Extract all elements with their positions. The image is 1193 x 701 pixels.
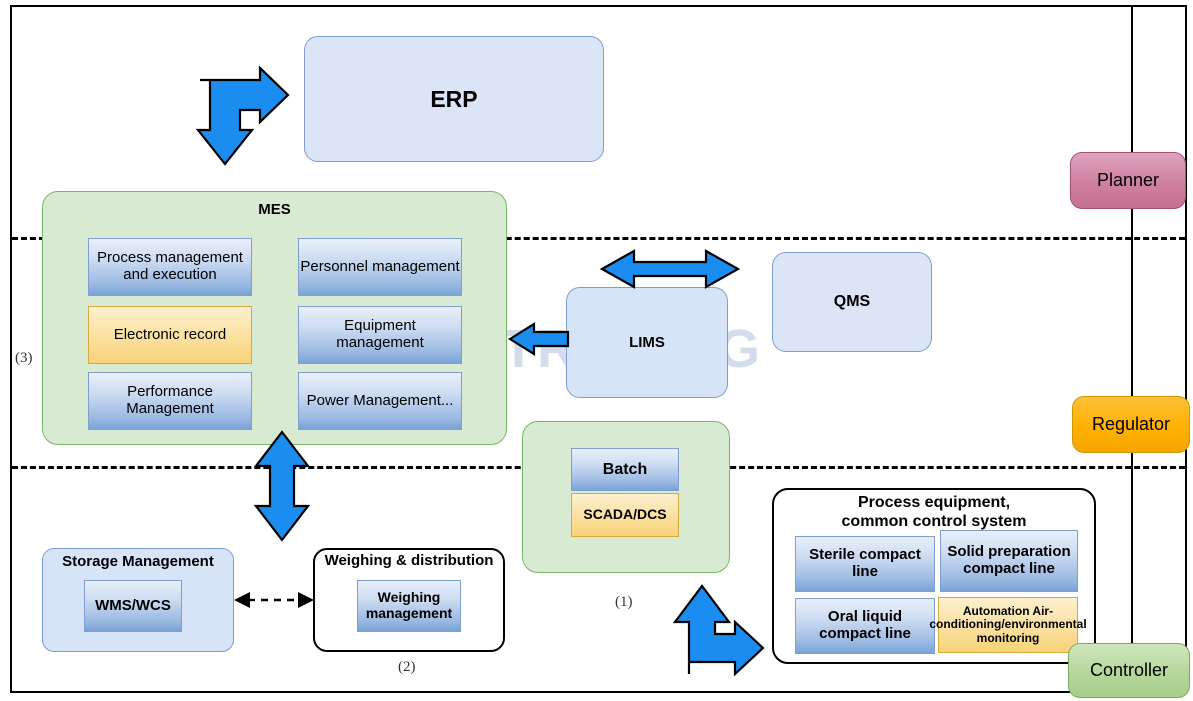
arrow-lims-to-mes	[507, 322, 570, 356]
weighing-management-tile[interactable]: Weighing management	[357, 580, 461, 632]
ref-label-3: (3)	[15, 350, 33, 366]
ref-label-1: (1)	[615, 594, 633, 610]
automation-air-conditioning-tile[interactable]: Automation Air-conditioning/environmenta…	[929, 597, 1087, 653]
outer-frame	[10, 5, 1187, 693]
mes-tile-equipment-management[interactable]: Equipment management	[298, 306, 462, 364]
mes-tile-process-management[interactable]: Process management and execution	[88, 238, 252, 296]
role-regulator[interactable]: Regulator	[1072, 396, 1190, 453]
process-equipment-title: Process equipment, common control system	[772, 493, 1096, 531]
solid-preparation-compact-line-tile[interactable]: Solid preparation compact line	[940, 530, 1078, 592]
lims-box[interactable]: LIMS	[566, 287, 728, 398]
wms-wcs-tile[interactable]: WMS/WCS	[84, 580, 182, 632]
mes-tile-power-management[interactable]: Power Management...	[298, 372, 462, 430]
scada-dcs-tile[interactable]: SCADA/DCS	[571, 493, 679, 537]
batch-tile[interactable]: Batch	[571, 448, 679, 491]
dashed-separator-upper	[12, 237, 1185, 240]
vertical-divider	[1131, 5, 1133, 693]
arrow-storage-weighing	[234, 592, 314, 608]
process-equipment-title-line1: Process equipment,	[857, 494, 1011, 511]
arrow-lims-qms	[599, 249, 741, 289]
weighing-distribution-title: Weighing & distribution	[324, 552, 494, 569]
mes-tile-electronic-record[interactable]: Electronic record	[88, 306, 252, 364]
oral-liquid-compact-line-tile[interactable]: Oral liquid compact line	[795, 598, 935, 654]
sterile-compact-line-tile[interactable]: Sterile compact line	[795, 536, 935, 592]
mes-tile-personnel-management[interactable]: Personnel management	[298, 238, 462, 296]
arrow-erp-mes	[195, 65, 290, 166]
ref-label-2: (2)	[398, 659, 416, 675]
storage-management-title: Storage Management	[62, 553, 214, 570]
erp-box[interactable]: ERP	[304, 36, 604, 162]
mes-title: MES	[258, 201, 291, 218]
qms-box[interactable]: QMS	[772, 252, 932, 352]
role-controller[interactable]: Controller	[1068, 643, 1190, 698]
process-equipment-title-line2: common control system	[841, 513, 1027, 531]
arrow-equipment-batch	[672, 584, 765, 677]
role-planner[interactable]: Planner	[1070, 152, 1186, 209]
mes-tile-performance-management[interactable]: Performance Management	[88, 372, 252, 430]
arrow-mes-storage	[253, 430, 311, 542]
